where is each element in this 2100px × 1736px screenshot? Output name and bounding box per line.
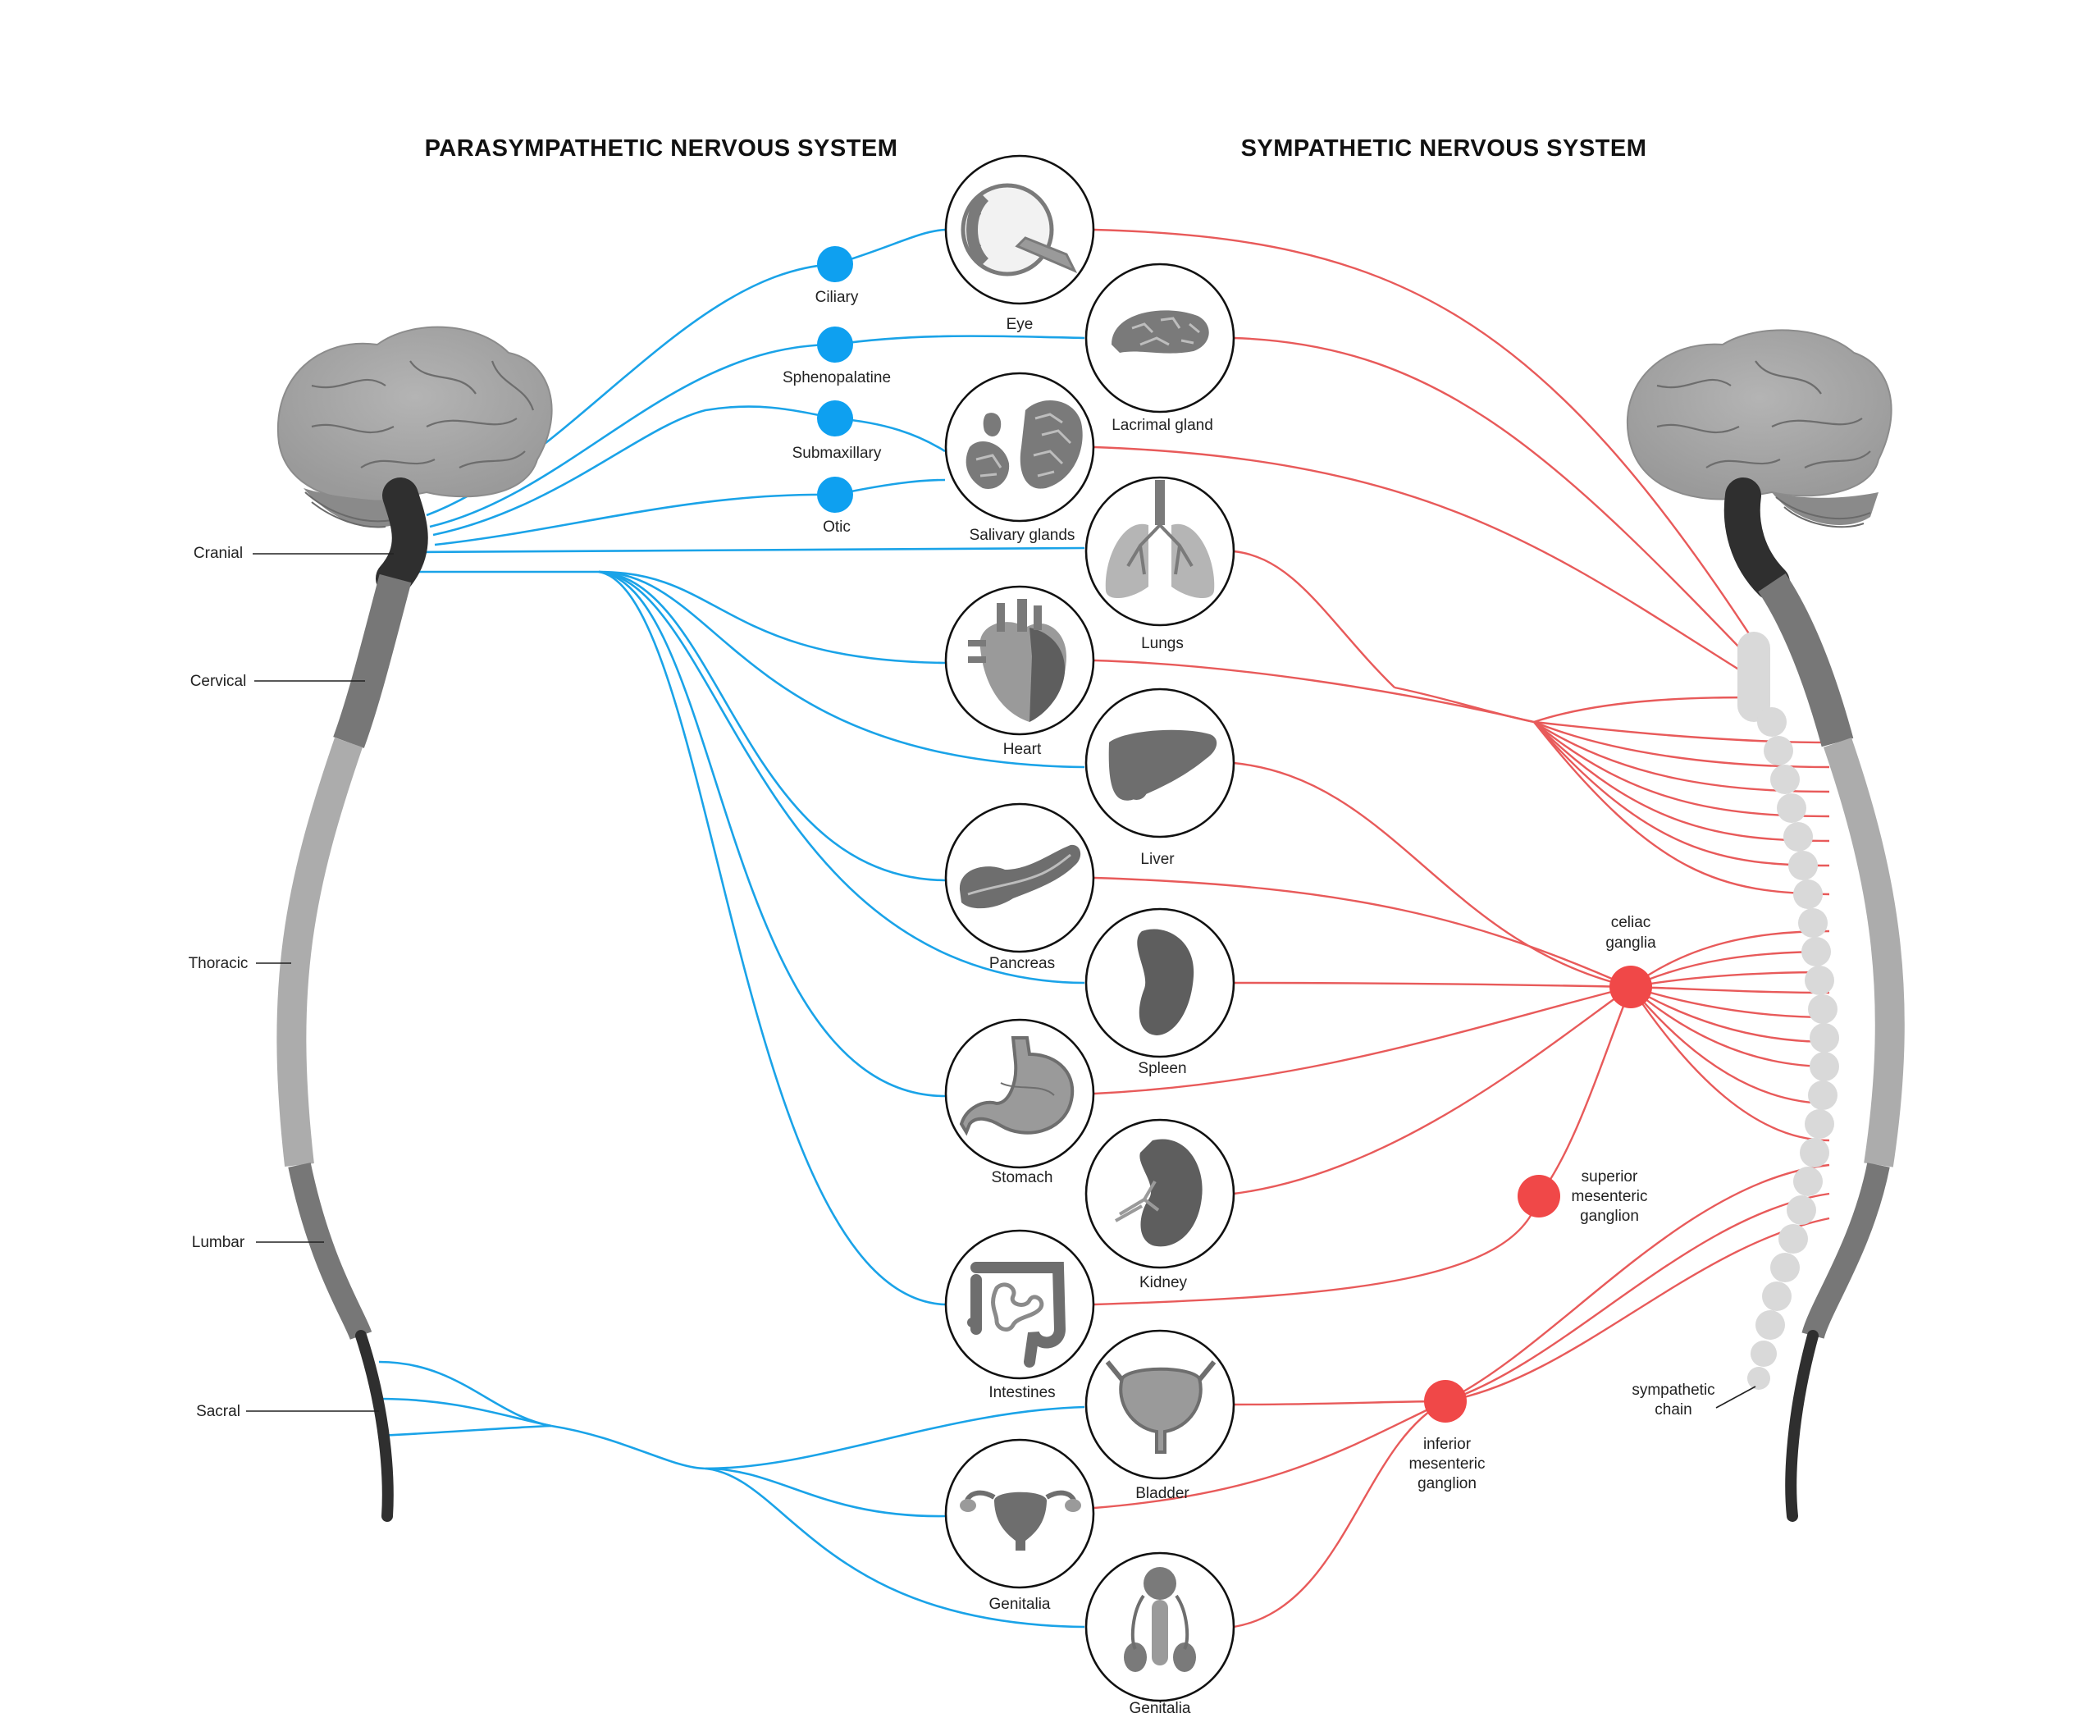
- bladder-icon: [1105, 1360, 1217, 1454]
- stomach-icon: [959, 1036, 1075, 1136]
- label-superior-3: ganglion: [1580, 1208, 1639, 1225]
- label-sympathetic-chain-2: chain: [1655, 1401, 1691, 1418]
- eye-icon: [961, 183, 1078, 276]
- label-sphenopalatine: Sphenopalatine: [783, 369, 891, 386]
- organ-heart: Heart: [944, 585, 1095, 758]
- organ-label-salivary: Salivary glands: [970, 527, 1075, 544]
- label-superior-1: superior: [1582, 1168, 1638, 1186]
- uterus-icon: [960, 1490, 1081, 1551]
- pancreas-icon: [959, 844, 1081, 909]
- right-spinal-cord: [1723, 477, 1905, 1522]
- intestines-icon: [967, 1262, 1066, 1368]
- ganglion-otic: [817, 477, 853, 513]
- organ-lungs: Lungs: [1084, 476, 1235, 652]
- organ-stomach: Stomach: [944, 1018, 1095, 1186]
- label-lumbar: Lumbar: [192, 1234, 245, 1251]
- ganglion-superior-mesenteric: [1518, 1175, 1560, 1217]
- organ-genitalia-female: Genitalia: [944, 1438, 1095, 1613]
- spleen-icon: [1137, 929, 1194, 1035]
- salivary-glands-icon: [966, 400, 1083, 489]
- sympathetic-nerves: [1093, 228, 1830, 1629]
- ganglion-ciliary: [817, 246, 853, 282]
- left-spinal-cord: [276, 477, 428, 1522]
- parasympathetic-title: PARASYMPATHETIC NERVOUS SYSTEM: [425, 135, 898, 162]
- organ-label-heart: Heart: [1003, 741, 1042, 758]
- sympathetic-ganglia: [1424, 966, 1652, 1423]
- ganglion-celiac: [1609, 966, 1652, 1008]
- label-cranial: Cranial: [194, 545, 243, 562]
- ganglion-sphenopalatine: [817, 327, 853, 363]
- organ-spleen: Spleen: [1084, 907, 1235, 1077]
- lungs-icon: [1105, 480, 1215, 599]
- sympathetic-title: SYMPATHETIC NERVOUS SYSTEM: [1241, 135, 1647, 162]
- ganglion-submaxillary: [817, 400, 853, 436]
- label-celiac-2: ganglia: [1605, 934, 1656, 952]
- organ-label-kidney: Kidney: [1139, 1274, 1188, 1291]
- liver-icon: [1108, 729, 1217, 801]
- left-brain: [276, 326, 553, 528]
- parasympathetic-ganglia: [817, 246, 853, 513]
- organ-lacrimal-gland: Lacrimal gland: [1084, 263, 1235, 434]
- organ-label-genitalia-male: Genitalia: [1130, 1700, 1191, 1717]
- label-inferior-1: inferior: [1423, 1436, 1472, 1453]
- label-inferior-3: ganglion: [1418, 1475, 1477, 1492]
- label-superior-2: mesenteric: [1572, 1188, 1648, 1205]
- lacrimal-gland-icon: [1112, 310, 1209, 354]
- sympathetic-chain-leader: [1715, 1386, 1756, 1409]
- organ-eye: Eye: [944, 154, 1095, 333]
- spinal-region-labels: Cranial Cervical Thoracic Lumbar Sacral: [189, 545, 394, 1420]
- sympathetic-chain: [1737, 632, 1839, 1390]
- label-ciliary: Ciliary: [815, 289, 859, 306]
- organ-kidney: Kidney: [1084, 1118, 1235, 1291]
- organ-label-liver: Liver: [1140, 851, 1175, 868]
- organ-label-lungs: Lungs: [1141, 635, 1184, 652]
- organ-label-stomach: Stomach: [992, 1169, 1053, 1186]
- label-celiac-1: celiac: [1611, 914, 1651, 931]
- label-otic: Otic: [823, 519, 851, 536]
- organ-pancreas: Pancreas: [944, 802, 1095, 972]
- ganglion-inferior-mesenteric: [1424, 1380, 1467, 1423]
- organ-label-spleen: Spleen: [1138, 1060, 1186, 1077]
- label-submaxillary: Submaxillary: [792, 445, 882, 462]
- organ-label-genitalia-female: Genitalia: [989, 1596, 1051, 1613]
- organ-label-bladder: Bladder: [1135, 1485, 1189, 1502]
- organ-label-eye: Eye: [1007, 316, 1034, 333]
- label-sacral: Sacral: [196, 1403, 240, 1420]
- label-cervical: Cervical: [190, 673, 247, 690]
- organ-salivary-glands: Salivary glands: [944, 372, 1095, 544]
- organ-liver: Liver: [1084, 688, 1235, 868]
- right-brain: [1626, 329, 1892, 528]
- male-reproductive-icon: [1124, 1567, 1196, 1672]
- heart-icon: [968, 599, 1066, 722]
- label-thoracic: Thoracic: [189, 955, 249, 972]
- organ-intestines: Intestines: [944, 1229, 1095, 1401]
- label-inferior-2: mesenteric: [1409, 1455, 1486, 1473]
- organ-label-intestines: Intestines: [988, 1384, 1055, 1401]
- organ-genitalia-male: Genitalia: [1084, 1551, 1235, 1717]
- organ-label-pancreas: Pancreas: [989, 955, 1055, 972]
- organ-label-lacrimal: Lacrimal gland: [1112, 417, 1213, 434]
- kidney-icon: [1115, 1139, 1203, 1247]
- organ-bladder: Bladder: [1084, 1329, 1235, 1502]
- label-sympathetic-chain-1: sympathetic: [1632, 1382, 1714, 1399]
